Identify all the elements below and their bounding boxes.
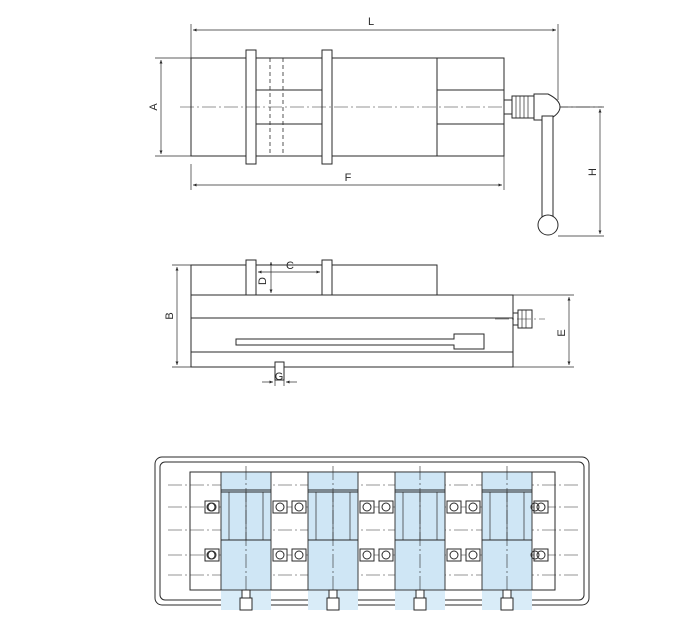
dim-F-label: F — [345, 172, 352, 184]
multi-vise-content — [168, 466, 578, 611]
handle-arm — [541, 115, 554, 219]
clamp-block — [378, 548, 394, 562]
spindle-nut — [413, 597, 427, 611]
side-view: C D B E G — [164, 259, 574, 386]
bolt-icon — [275, 502, 285, 512]
spindle-nut — [326, 597, 340, 611]
bolt-icon — [530, 502, 540, 512]
dim-L-label: L — [368, 16, 374, 28]
bolt-icon — [536, 550, 546, 560]
bolt-icon — [530, 550, 540, 560]
base-side — [190, 294, 514, 368]
bolt-icon — [294, 502, 304, 512]
bolt-icon — [468, 502, 478, 512]
spindle-nut — [239, 597, 253, 611]
multi-vise-plan-view — [154, 456, 590, 611]
clamp-block — [359, 548, 375, 562]
clamp-block — [272, 548, 288, 562]
spindle-collar — [415, 589, 425, 599]
spindle-collar — [502, 589, 512, 599]
clamp-block — [291, 500, 307, 514]
clamp-block — [272, 500, 288, 514]
bolt-icon — [381, 502, 391, 512]
bolt-icon — [449, 502, 459, 512]
dim-G-label: G — [275, 371, 284, 383]
dim-D-label: D — [257, 277, 269, 285]
bolt-icon — [275, 550, 285, 560]
bolt-icon — [381, 550, 391, 560]
dim-B-label: B — [164, 312, 176, 319]
clamp-block — [291, 548, 307, 562]
slot — [235, 333, 485, 350]
fixed-jaw-side — [245, 259, 257, 296]
bolt-icon — [468, 550, 478, 560]
bolt-icon — [294, 550, 304, 560]
spindle-collar — [241, 589, 251, 599]
clamp-block — [446, 500, 462, 514]
upper-body-side — [190, 264, 438, 296]
handle-knob — [537, 214, 559, 236]
dim-C-label: C — [286, 260, 294, 272]
bolt-icon — [206, 502, 216, 512]
bolt-icon — [536, 502, 546, 512]
table-surface — [189, 471, 556, 591]
clamp-block — [378, 500, 394, 514]
top-view: L A F — [148, 16, 604, 237]
moving-jaw-side — [321, 259, 333, 296]
clamp-block — [465, 500, 481, 514]
bolt-icon — [206, 550, 216, 560]
dim-E-label: E — [556, 329, 568, 336]
clamp-block — [465, 548, 481, 562]
dim-A-label: A — [148, 103, 160, 111]
clamp-block — [446, 548, 462, 562]
spindle-nut — [511, 95, 535, 119]
spindle-nut — [500, 597, 514, 611]
spindle-collar — [328, 589, 338, 599]
dim-H-label: H — [587, 168, 599, 176]
spindle-collar — [503, 99, 513, 115]
bolt-icon — [362, 502, 372, 512]
bolt-icon — [362, 550, 372, 560]
table-inner — [159, 461, 585, 601]
bolt-icon — [449, 550, 459, 560]
clamp-block — [359, 500, 375, 514]
